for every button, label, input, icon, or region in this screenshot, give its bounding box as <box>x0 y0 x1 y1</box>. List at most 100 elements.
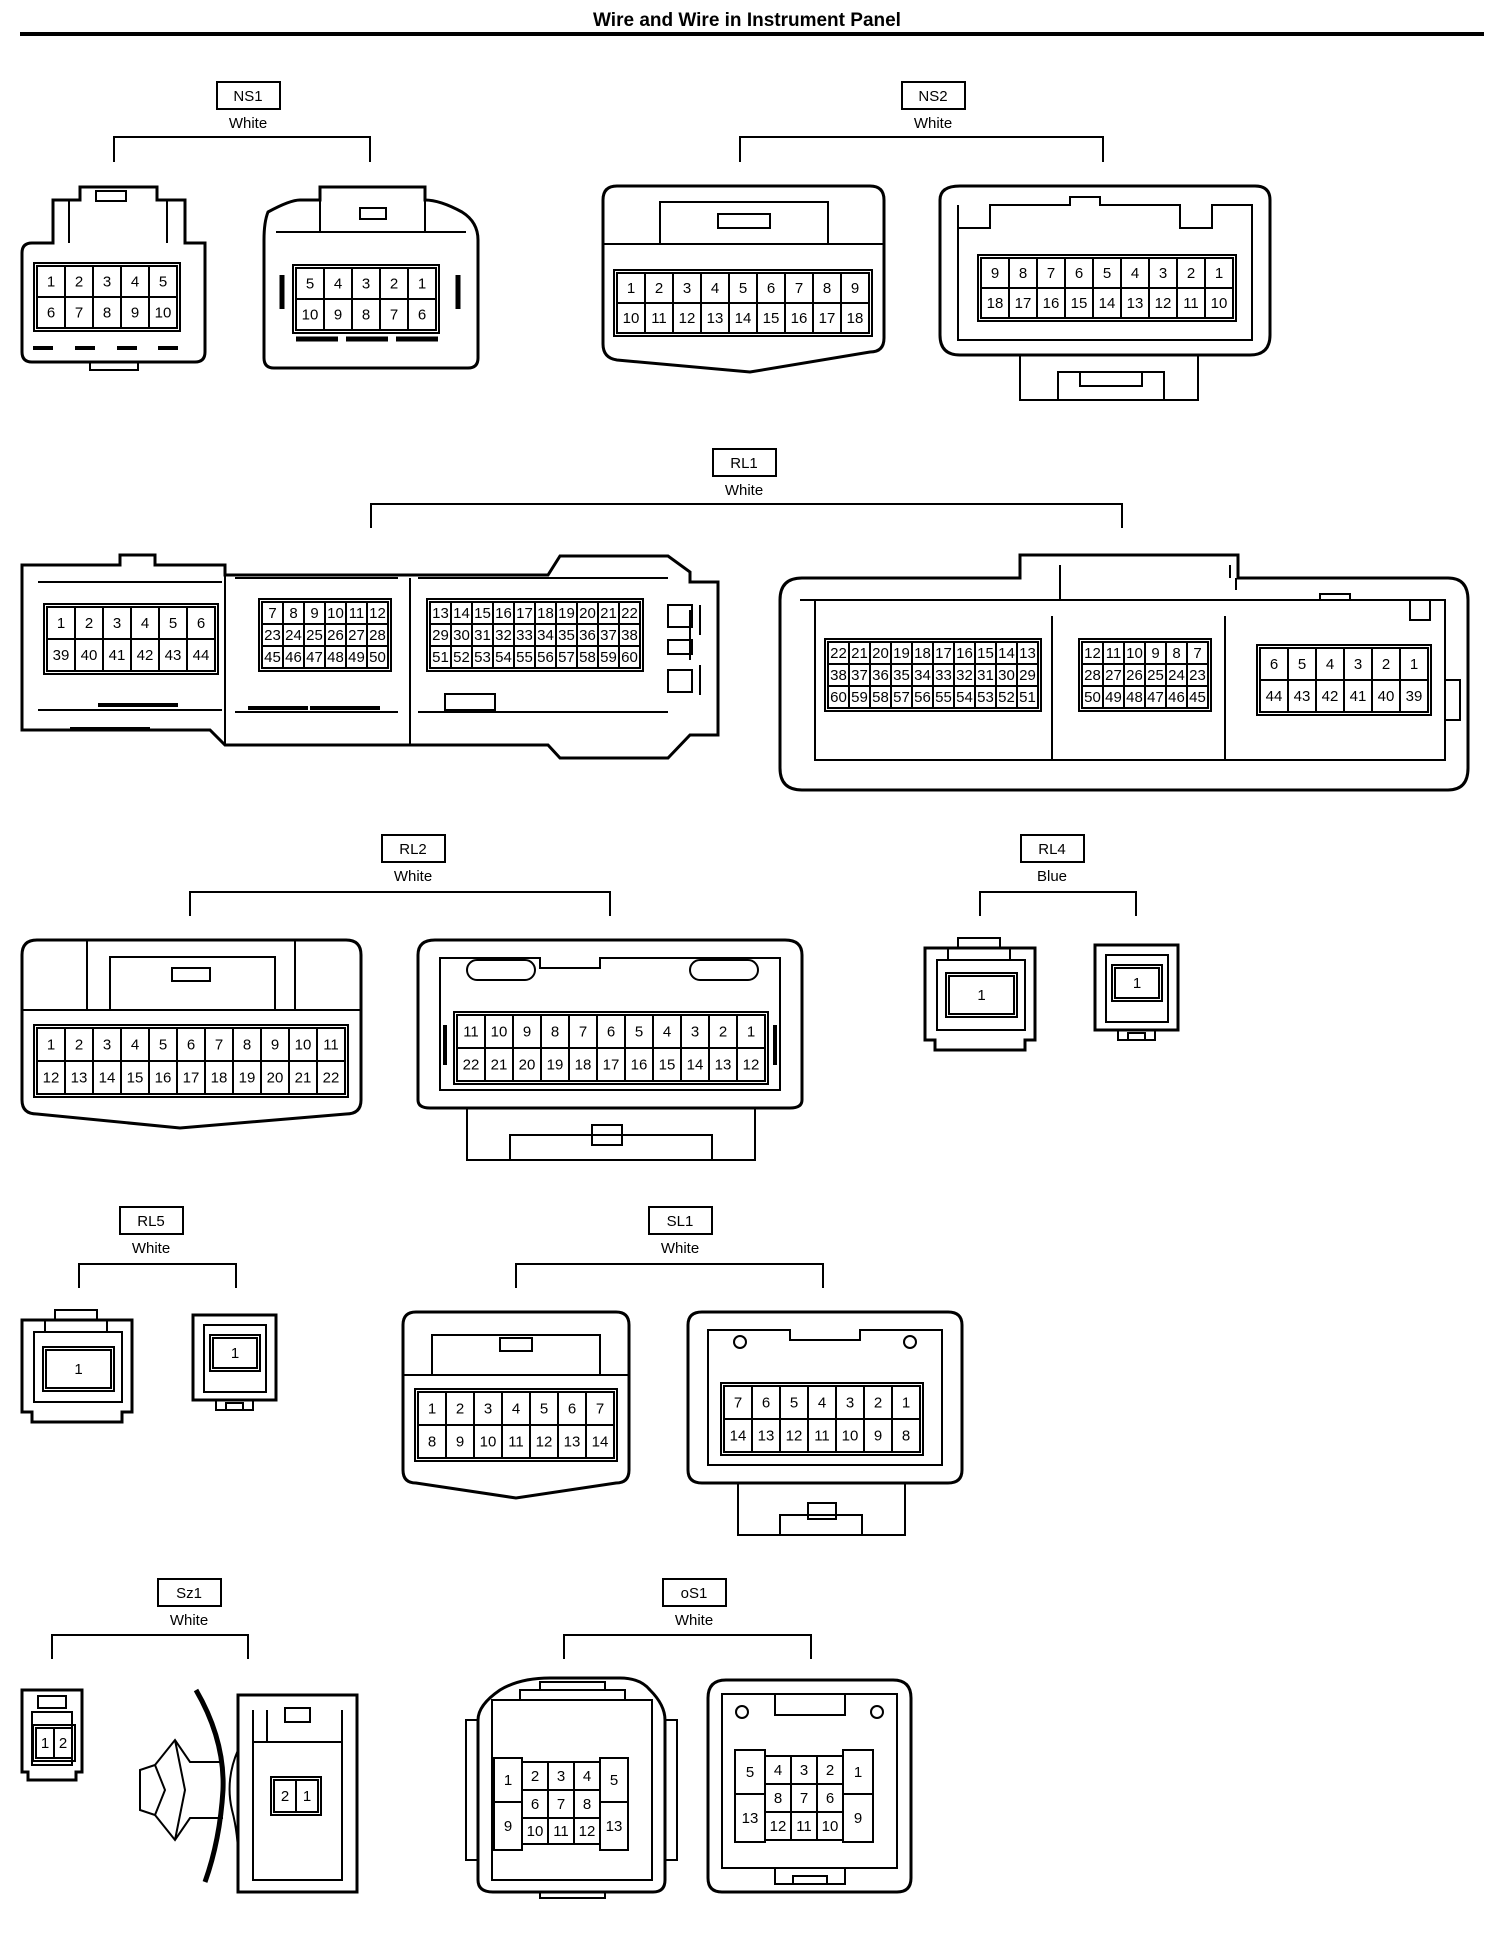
pin-number: 8 <box>1172 645 1180 662</box>
connector-label: RL5 <box>137 1213 165 1230</box>
pin-number: 12 <box>743 1057 760 1074</box>
pin-number: 9 <box>334 307 342 324</box>
pin-number: 23 <box>1189 667 1206 684</box>
pin-grid-frame <box>426 598 644 672</box>
pin-number: 17 <box>183 1070 200 1087</box>
pin-number: 33 <box>935 667 952 684</box>
connector-label: SL1 <box>667 1213 694 1230</box>
pin-number: 55 <box>935 689 952 706</box>
pin-number: 9 <box>854 1810 862 1827</box>
pin-number: 41 <box>109 647 126 664</box>
pin-number: 8 <box>289 605 297 622</box>
pin-number: 13 <box>71 1070 88 1087</box>
pin-number: 7 <box>579 1024 587 1041</box>
pin-number: 10 <box>822 1818 839 1835</box>
pin-number: 3 <box>800 1762 808 1779</box>
pin-number: 5 <box>635 1024 643 1041</box>
pin-grid-frame <box>43 603 219 675</box>
pin-number: 2 <box>281 1788 289 1805</box>
pin-number: 6 <box>197 615 205 632</box>
pin-number: 3 <box>113 615 121 632</box>
pin-number: 58 <box>872 689 889 706</box>
pin-number: 3 <box>1159 265 1167 282</box>
pin-number: 14 <box>1099 295 1116 312</box>
pin-number: 16 <box>495 605 512 622</box>
pin-number: 15 <box>977 645 994 662</box>
pin-number: 43 <box>165 647 182 664</box>
pin-number: 11 <box>349 605 365 622</box>
pin-number: 10 <box>295 1037 312 1054</box>
pin-number: 5 <box>790 1395 798 1412</box>
pin-number: 5 <box>159 274 167 291</box>
pin-cell <box>618 645 641 669</box>
pin-number: 1 <box>747 1024 755 1041</box>
pin-cell <box>599 1801 629 1851</box>
pin-cell <box>1399 679 1429 713</box>
pin-number: 1 <box>303 1788 311 1805</box>
pin-number: 14 <box>735 310 752 327</box>
pin-number: 29 <box>1019 667 1036 684</box>
header-sz1: Sz1 White <box>51 1578 249 1659</box>
pin-cell <box>45 1349 112 1389</box>
pin-number: 20 <box>267 1070 284 1087</box>
pin-number: 49 <box>348 649 365 666</box>
pin-number: 4 <box>1326 656 1334 673</box>
pin-number: 41 <box>1350 688 1367 705</box>
header-ns2: NS2 White <box>739 81 1104 162</box>
pin-number: 16 <box>155 1070 172 1087</box>
pin-number: 9 <box>456 1434 464 1451</box>
rl4-female-housing <box>1093 943 1180 1032</box>
pin-number: 5 <box>746 1764 754 1781</box>
pin-number: 14 <box>730 1428 747 1445</box>
connector-label: RL1 <box>730 455 758 472</box>
pin-number: 2 <box>456 1401 464 1418</box>
pin-number: 7 <box>557 1796 565 1813</box>
pin-number: 18 <box>211 1070 228 1087</box>
pin-number: 21 <box>491 1057 508 1074</box>
header-ns1: NS1 White <box>113 81 371 162</box>
pin-number: 1 <box>504 1772 512 1789</box>
os1-male-housing <box>476 1676 667 1894</box>
header-os1: oS1 White <box>563 1578 812 1659</box>
pin-number: 17 <box>1015 295 1032 312</box>
pin-number: 1 <box>231 1345 239 1362</box>
pin-number: 47 <box>1147 689 1164 706</box>
pin-number: 53 <box>474 649 491 666</box>
pin-number: 42 <box>137 647 154 664</box>
pin-grid-frame <box>32 1724 76 1762</box>
pin-number: 1 <box>1215 265 1223 282</box>
pin-number: 2 <box>874 1395 882 1412</box>
pin-number: 31 <box>977 667 994 684</box>
pin-number: 6 <box>607 1024 615 1041</box>
pin-number: 5 <box>306 276 314 293</box>
pin-number: 12 <box>679 310 696 327</box>
pin-number: 42 <box>1322 688 1339 705</box>
pin-number: 7 <box>75 305 83 322</box>
pin-number: 12 <box>770 1818 787 1835</box>
pin-number: 22 <box>463 1057 480 1074</box>
pin-number: 3 <box>362 276 370 293</box>
pin-number: 11 <box>508 1434 524 1451</box>
pin-cell <box>186 638 216 672</box>
pin-grid-frame <box>1111 964 1163 1002</box>
pin-number: 20 <box>872 645 889 662</box>
pin-number: 8 <box>823 280 831 297</box>
pin-number: 18 <box>575 1057 592 1074</box>
pin-number: 58 <box>579 649 596 666</box>
pin-number: 4 <box>131 1037 139 1054</box>
pin-number: 2 <box>531 1768 539 1785</box>
pin-number: 53 <box>977 689 994 706</box>
pin-number: 4 <box>512 1401 520 1418</box>
pin-number: 10 <box>327 605 344 622</box>
pin-number: 15 <box>659 1057 676 1074</box>
pin-number: 32 <box>956 667 973 684</box>
pin-cell <box>53 1727 73 1759</box>
pin-cell <box>212 1337 258 1369</box>
ns1-female-housing <box>262 185 480 370</box>
pin-number: 54 <box>956 689 973 706</box>
